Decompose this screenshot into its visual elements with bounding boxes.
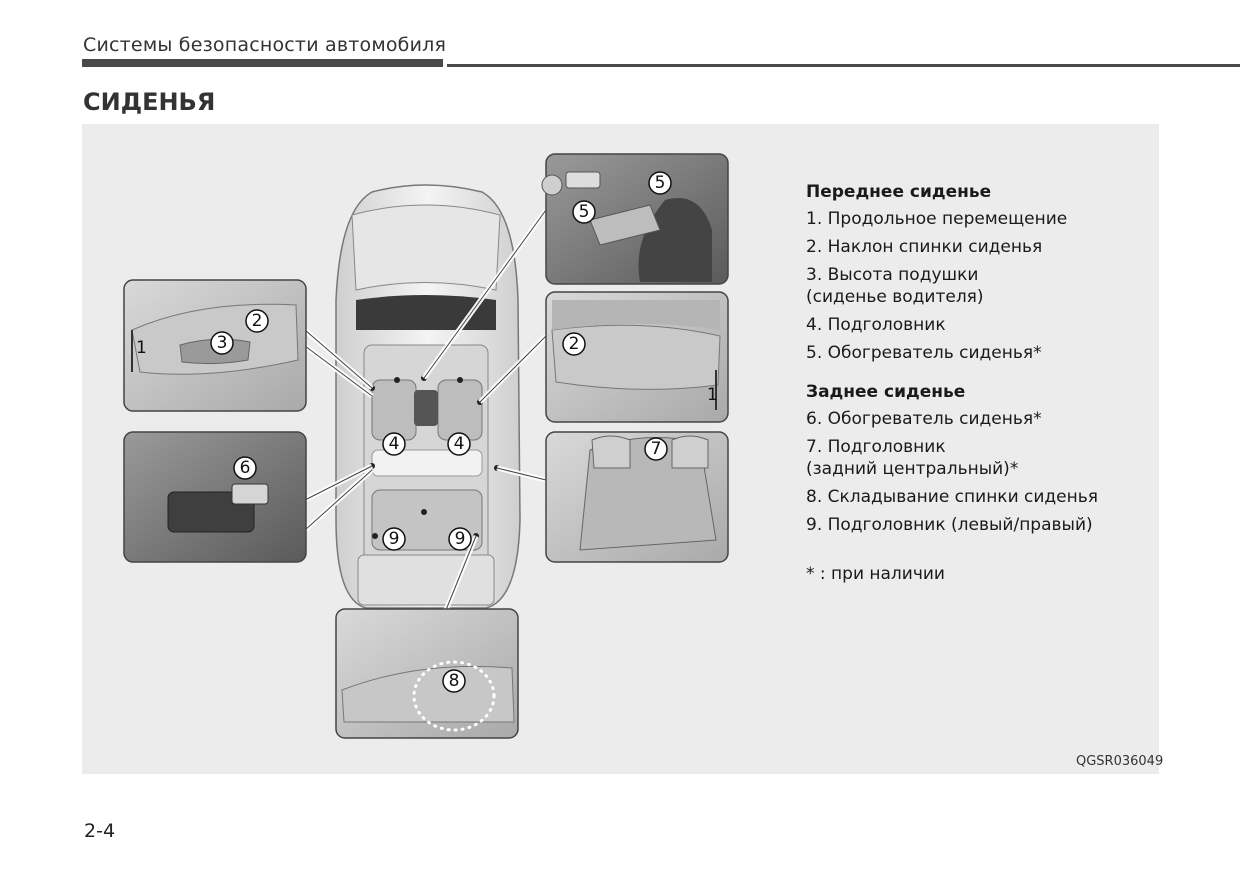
svg-text:9: 9 (455, 529, 466, 549)
svg-text:5: 5 (655, 173, 666, 193)
legend-item: 2. Наклон спинки сиденья (806, 237, 1043, 257)
inset-rear-seat (545, 431, 729, 563)
callout-9a: 9 (382, 527, 406, 551)
callout-4b: 4 (447, 432, 471, 456)
svg-text:6: 6 (240, 458, 251, 478)
page-number: 2-4 (84, 820, 116, 842)
figure-code: QGSR036049 (1076, 754, 1164, 769)
svg-text:4: 4 (389, 434, 400, 454)
callout-1b: 1 (707, 385, 718, 405)
section-title: СИДЕНЬЯ (83, 88, 216, 116)
inset-console-heater (541, 153, 729, 285)
callout-5b: 5 (648, 171, 672, 195)
callout-2a: 2 (245, 309, 269, 333)
callout-1a: 1 (136, 338, 147, 358)
header-rule-thick (82, 59, 443, 67)
legend-item: 6. Обогреватель сиденья* (806, 409, 1042, 429)
svg-text:3: 3 (217, 333, 228, 353)
legend-front-heading: Переднее сиденье (806, 182, 992, 202)
seats-legend: Переднее сиденье 1. Продольное перемещен… (806, 182, 1098, 584)
legend-note: * : при наличии (806, 564, 945, 584)
running-header: Системы безопасности автомобиля (83, 34, 447, 56)
svg-text:2: 2 (569, 334, 580, 354)
svg-text:8: 8 (449, 671, 460, 691)
legend-item: 7. Подголовник (задний центральный)* (806, 437, 1019, 479)
legend-item: 9. Подголовник (левый/правый) (806, 515, 1093, 535)
seats-illustration: 2 3 5 5 2 4 4 6 7 9 9 8 1 1 (123, 153, 729, 739)
legend-front: Переднее сиденье 1. Продольное перемещен… (806, 182, 1098, 364)
svg-text:5: 5 (579, 202, 590, 222)
svg-text:9: 9 (389, 529, 400, 549)
legend-rear: Заднее сиденье 6. Обогреватель сиденья* … (806, 382, 1098, 536)
callout-3: 3 (210, 331, 234, 355)
legend-item: 8. Складывание спинки сиденья (806, 487, 1098, 507)
legend-item: 1. Продольное перемещение (806, 209, 1068, 229)
callout-4a: 4 (382, 432, 406, 456)
legend-rear-heading: Заднее сиденье (806, 382, 966, 402)
inset-fold-lever (335, 608, 519, 739)
car-top-view (335, 184, 521, 609)
callout-7: 7 (644, 437, 668, 461)
svg-text:2: 2 (252, 311, 263, 331)
legend-item: 4. Подголовник (806, 315, 946, 335)
callout-9b: 9 (448, 527, 472, 551)
inset-rear-heater-switch (123, 431, 307, 563)
seats-figure: 2 3 5 5 2 4 4 6 7 9 9 8 1 1 (82, 124, 1159, 774)
legend-item: 5. Обогреватель сиденья* (806, 343, 1042, 363)
callout-6: 6 (233, 456, 257, 480)
callout-8: 8 (442, 669, 466, 693)
svg-text:7: 7 (651, 439, 662, 459)
callout-2b: 2 (562, 332, 586, 356)
legend-item: 3. Высота подушки (сиденье водителя) (806, 265, 984, 307)
inset-front-seat-passenger (545, 291, 729, 423)
callout-5a: 5 (572, 200, 596, 224)
header-rule-thin (447, 64, 1240, 67)
callout-badges: 2 3 5 5 2 4 4 6 7 9 9 8 1 1 (136, 171, 718, 693)
svg-text:4: 4 (454, 434, 465, 454)
